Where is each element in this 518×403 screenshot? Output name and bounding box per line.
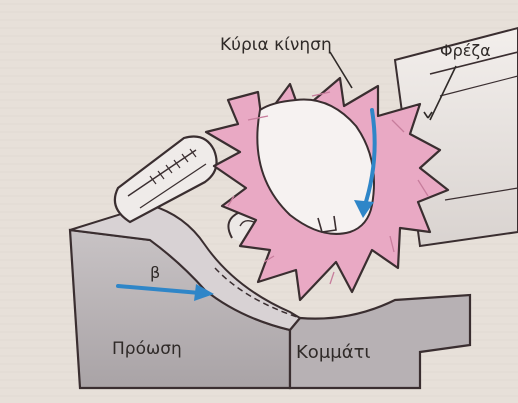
feed-label: Πρόωση	[112, 339, 182, 359]
cutter-label: Φρέζα	[440, 41, 491, 60]
beta-label: β	[150, 263, 160, 282]
workpiece-label: Κομμάτι	[296, 342, 371, 363]
main-motion-label: Κύρια κίνηση	[220, 35, 332, 55]
